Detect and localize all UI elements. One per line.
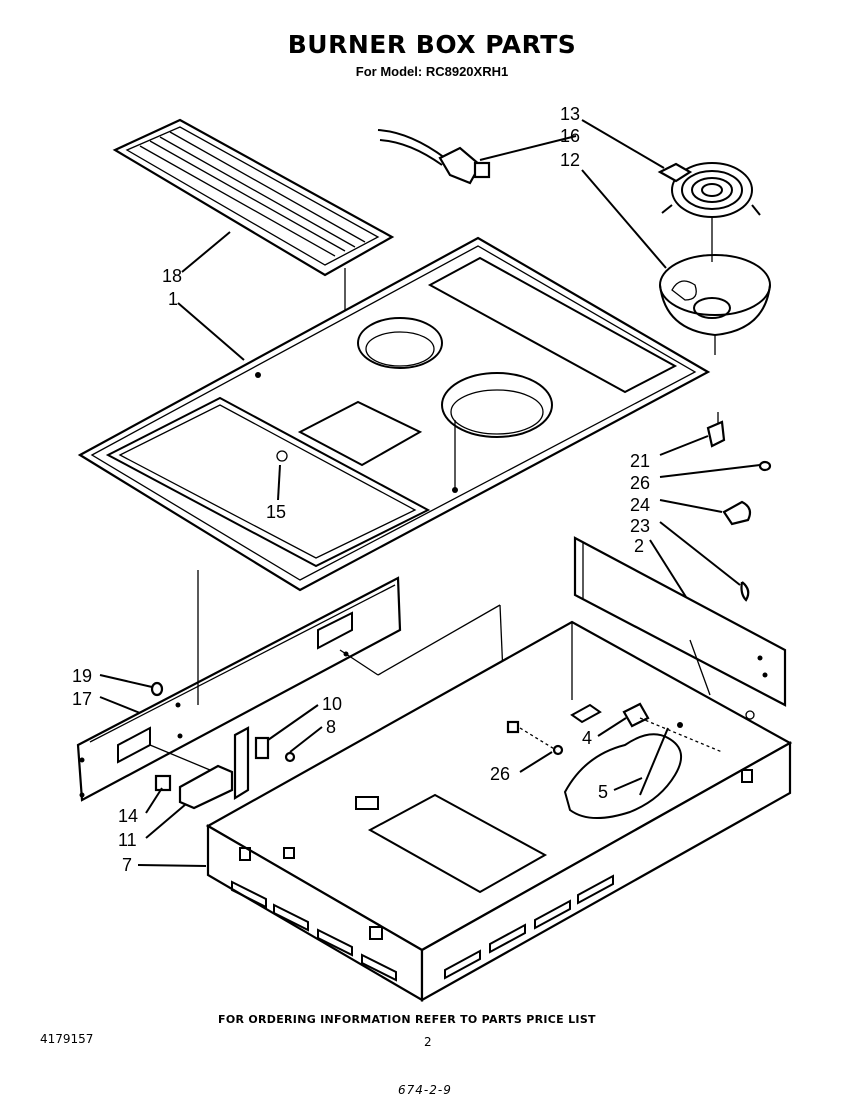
callout-26-bottom: 26 (490, 764, 510, 784)
part-number: 4179157 (40, 1032, 94, 1046)
callout-16: 16 (560, 126, 580, 146)
callout-26-top: 26 (630, 473, 650, 493)
parts-19-14-11-10-8 (149, 681, 296, 810)
part-7-burner-box (205, 620, 793, 1002)
callout-2: 2 (634, 536, 644, 556)
document-code: 674-2-9 (398, 1083, 452, 1097)
part-2-rear-panel (573, 536, 787, 707)
callout-5: 5 (598, 782, 608, 802)
callout-21: 21 (630, 451, 650, 471)
callout-numbers: 13 16 12 18 1 15 21 26 24 23 2 19 17 10 … (72, 104, 650, 875)
callout-15: 15 (266, 502, 286, 522)
callout-18: 18 (162, 266, 182, 286)
callout-8: 8 (326, 717, 336, 737)
callout-leaders (99, 119, 761, 867)
callout-14: 14 (118, 806, 138, 826)
callout-7: 7 (122, 855, 132, 875)
page-title: BURNER BOX PARTS (287, 30, 577, 59)
callout-11: 11 (118, 830, 137, 850)
callout-24: 24 (630, 495, 650, 515)
callout-19: 19 (72, 666, 92, 686)
callout-10: 10 (322, 694, 342, 714)
part-13-surface-element (657, 162, 761, 262)
parts-21-26-24-23 (706, 412, 772, 602)
part-12-drip-bowl (659, 254, 771, 355)
callout-4: 4 (582, 728, 592, 748)
ordering-info: FOR ORDERING INFORMATION REFER TO PARTS … (218, 1013, 596, 1026)
model-subtitle: For Model: RC8920XRH1 (355, 64, 509, 79)
callout-17: 17 (72, 689, 92, 709)
callout-1: 1 (168, 289, 178, 309)
callout-23: 23 (630, 516, 650, 536)
page-number: 2 (424, 1035, 432, 1049)
callout-12: 12 (560, 150, 580, 170)
part-1-cooktop (77, 236, 711, 592)
part-17-front-rail (76, 570, 506, 802)
callout-13: 13 (560, 104, 580, 124)
part-16-terminal (377, 129, 491, 185)
